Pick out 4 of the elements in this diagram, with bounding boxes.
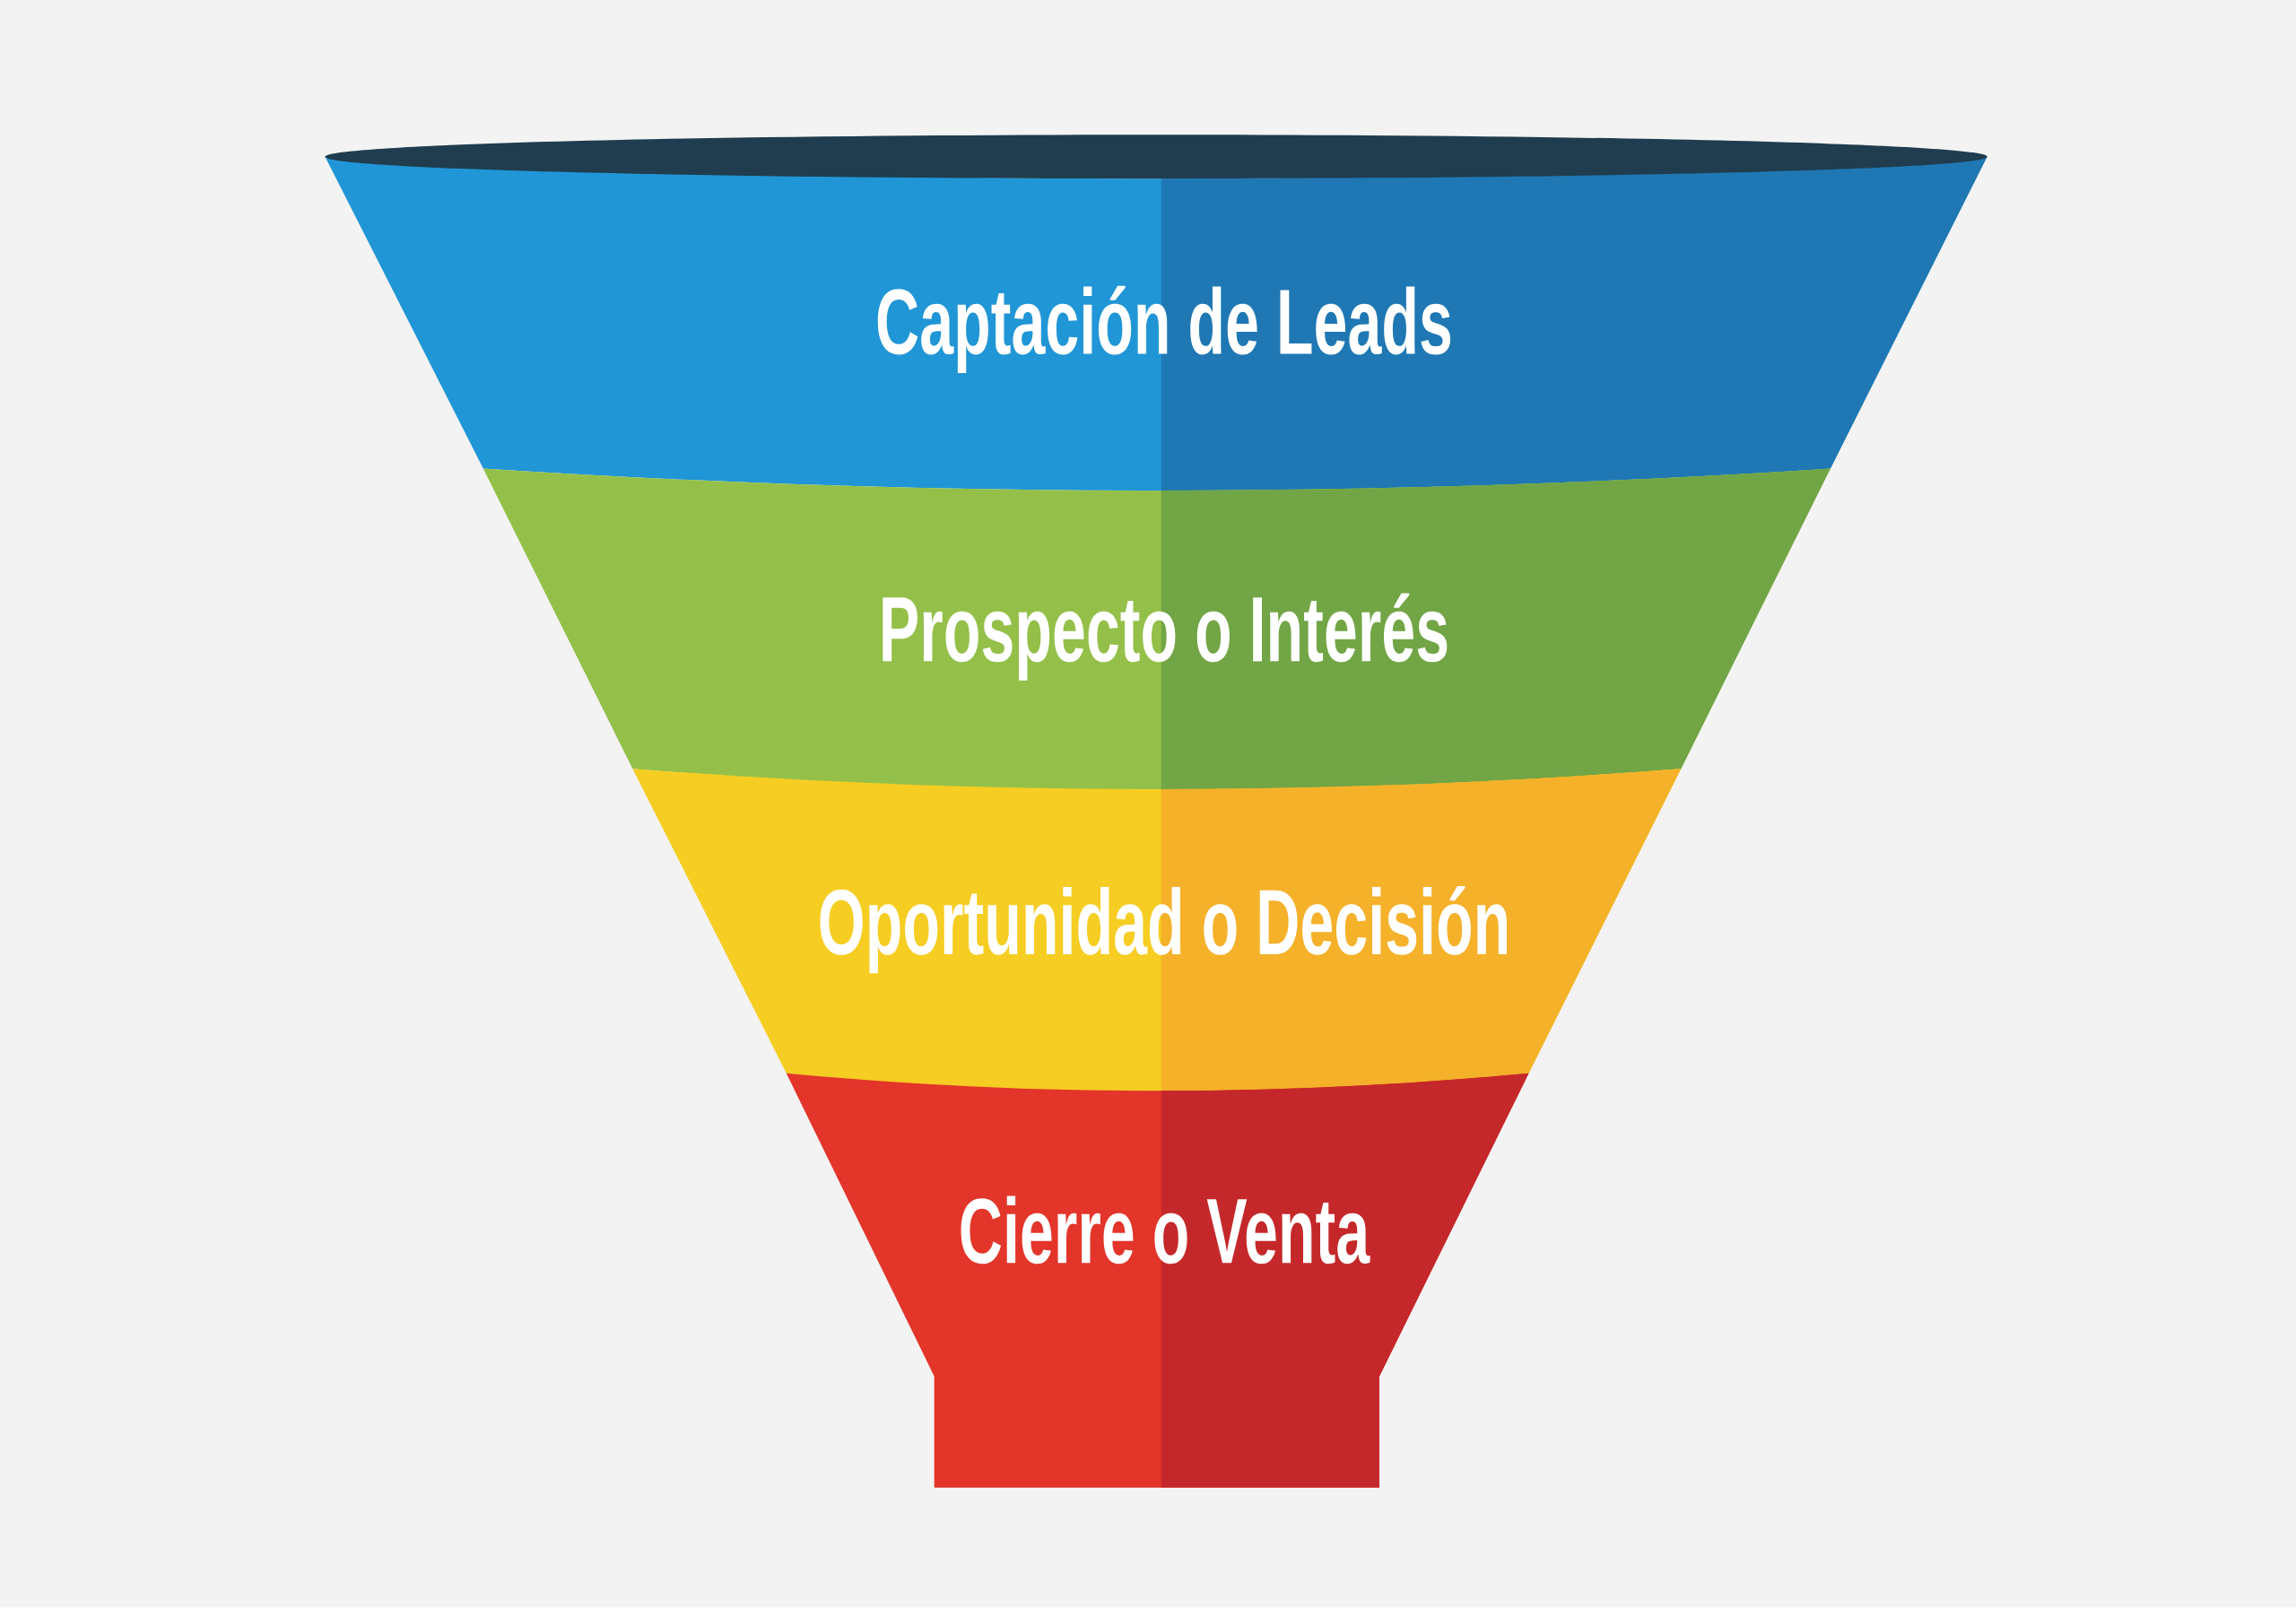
funnel-stage: Oportunidad o Decisión: [632, 769, 1682, 1094]
funnel-stage: Captación de Leads: [325, 135, 1987, 491]
funnel-stage: Cierre o Venta: [786, 1073, 1529, 1488]
funnel-stage: Prospecto o Interés: [483, 468, 1831, 791]
